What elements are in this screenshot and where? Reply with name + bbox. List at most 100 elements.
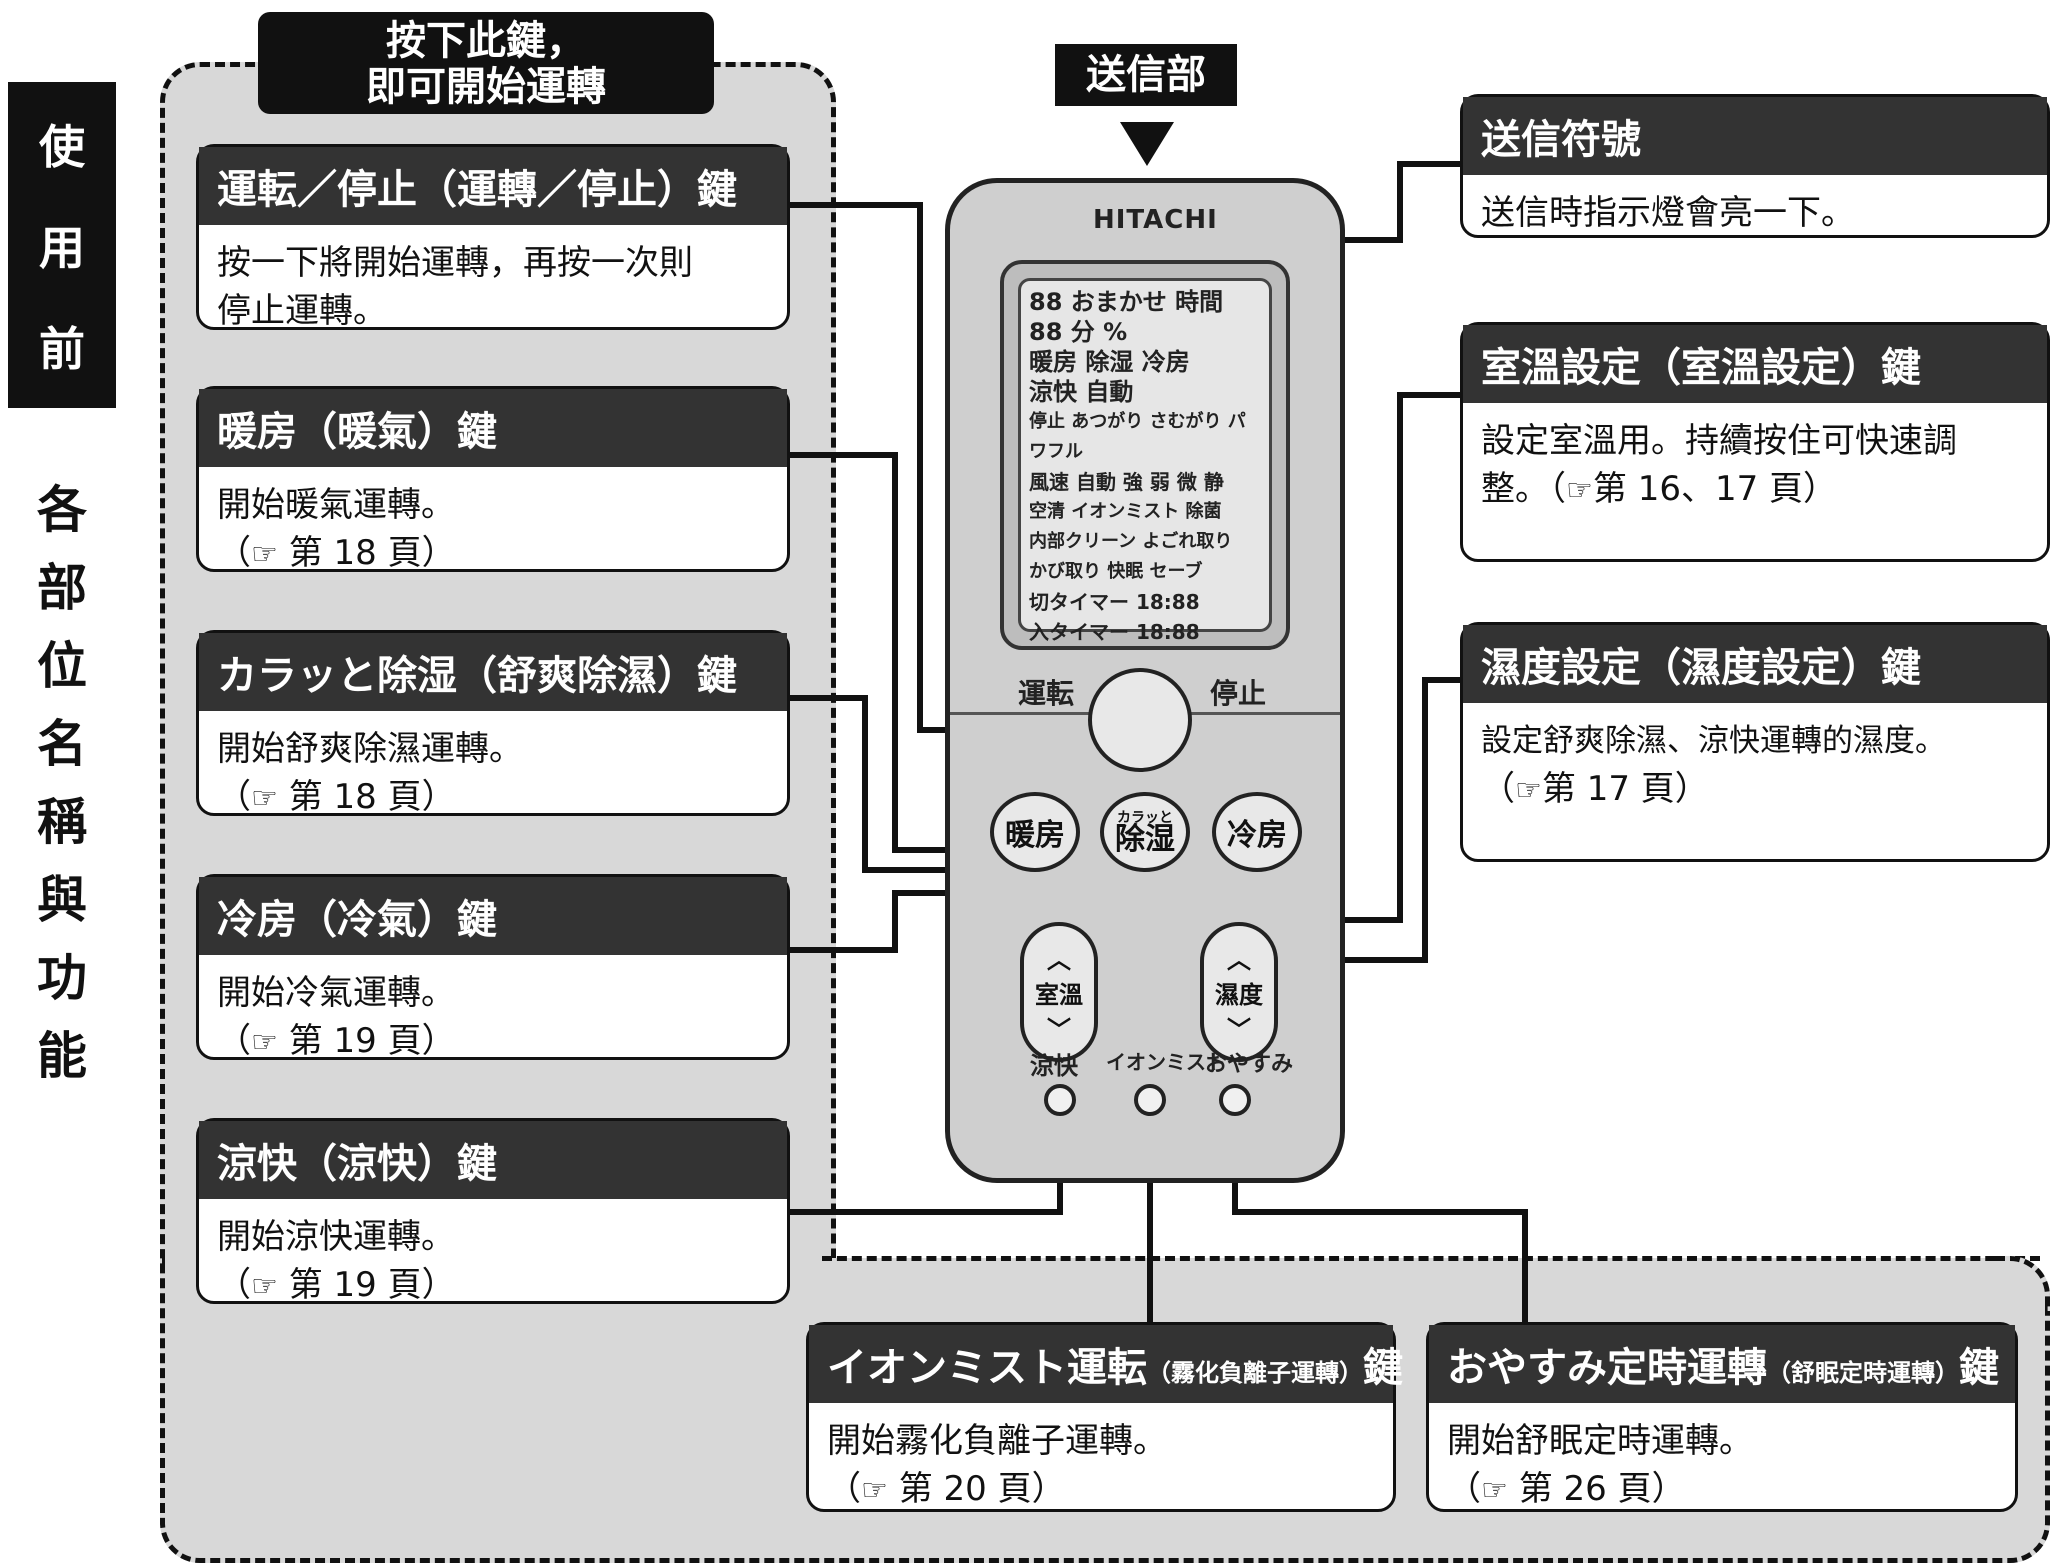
- pointing-hand-icon: ☞: [1481, 1473, 1508, 1508]
- start-banner: 按下此鍵， 即可開始運轉: [258, 12, 714, 114]
- sleep-button[interactable]: [1219, 1084, 1251, 1116]
- temp-ref: 整。（☞第 16、17 頁）: [1481, 465, 2029, 515]
- zone-top-edge: [822, 1256, 2040, 1261]
- pointing-hand-icon: ☞: [251, 1269, 278, 1304]
- sleep-small-label: おやすみ: [1205, 1052, 1294, 1077]
- cool-button[interactable]: 冷房: [1212, 792, 1302, 872]
- pointing-hand-icon: ☞: [251, 1025, 278, 1060]
- dry-button-top-label: カラッと: [1117, 810, 1173, 826]
- ion-title-main: イオンミスト運転: [827, 1345, 1147, 1391]
- heat-ref: （☞ 第 18 頁）: [217, 529, 769, 579]
- sleep-ref: （☞ 第 26 頁）: [1447, 1465, 1997, 1515]
- lcd-line: 風速 自動 強 弱 微 静: [1029, 470, 1224, 494]
- lcd-line: 涼快 自動: [1029, 378, 1134, 406]
- heat-line1: 開始暖氣運轉。: [217, 485, 455, 525]
- ion-mist-button[interactable]: [1134, 1084, 1166, 1116]
- heat-box: 暖房（暖氣）鍵 開始暖氣運轉。 （☞ 第 18 頁）: [196, 386, 790, 573]
- cool-line1: 開始冷氣運轉。: [217, 973, 455, 1013]
- transmitter-label-text: 送信部: [1086, 52, 1206, 98]
- section-char: 各: [37, 481, 87, 539]
- section-char: 名: [37, 715, 87, 773]
- signal-title: 送信符號: [1463, 97, 2047, 175]
- ref-page: 第 19 頁）: [288, 1021, 456, 1061]
- dry-box: カラッと除湿（舒爽除濕）鍵 開始舒爽除濕運轉。 （☞ 第 18 頁）: [196, 630, 790, 817]
- sleep-title-end: 鍵: [1959, 1345, 1999, 1391]
- lcd-line: 切タイマー 18:88: [1029, 590, 1200, 614]
- fresh-line1: 開始涼快運轉。: [217, 1217, 455, 1257]
- heat-body: 開始暖氣運轉。 （☞ 第 18 頁）: [199, 467, 787, 593]
- heat-button[interactable]: 暖房: [990, 792, 1080, 872]
- section-char: 能: [37, 1027, 87, 1085]
- pointing-hand-icon: ☞: [861, 1473, 888, 1508]
- ion-ref: （☞ 第 20 頁）: [827, 1465, 1375, 1515]
- ref-page: 第 18 頁）: [288, 777, 456, 817]
- lcd-line: かび取り 快眠 セーブ: [1029, 561, 1203, 582]
- humid-title: 濕度設定（濕度設定）鍵: [1463, 625, 2047, 703]
- ref-page: 第 19 頁）: [288, 1265, 456, 1305]
- fresh-title: 涼快（涼快）鍵: [199, 1121, 787, 1199]
- room-temp-label: 室溫: [1035, 980, 1083, 1009]
- start-banner-line2: 即可開始運轉: [366, 64, 606, 110]
- ref-page: 第 17 頁）: [1541, 769, 1709, 809]
- temp-body: 設定室溫用。持續按住可快速調 整。（☞第 16、17 頁）: [1463, 403, 2047, 529]
- fresh-small-label: 涼快: [1030, 1052, 1078, 1080]
- run-stop-line2: 停止運轉。: [217, 291, 387, 331]
- pointing-hand-icon: ☞: [1515, 773, 1542, 808]
- ref-page: 第 26 頁）: [1518, 1469, 1686, 1509]
- humidity-rocker[interactable]: ︿ 濕度 ﹀: [1200, 922, 1278, 1062]
- ion-line1: 開始霧化負離子運轉。: [827, 1421, 1167, 1461]
- fresh-ref: （☞ 第 19 頁）: [217, 1261, 769, 1311]
- section-char: 部: [37, 559, 87, 617]
- dry-button-label: 除湿: [1115, 822, 1175, 857]
- run-stop-line1: 按一下將開始運轉，再按一次則: [217, 243, 693, 283]
- ref-page: 第 20 頁）: [898, 1469, 1066, 1509]
- pointing-hand-icon: ☞: [1566, 473, 1593, 508]
- temp-title: 室溫設定（室溫設定）鍵: [1463, 325, 2047, 403]
- humid-line1: 設定舒爽除濕、涼快運轉的濕度。: [1481, 723, 1946, 759]
- signal-line1: 送信時指示燈會亮一下。: [1481, 193, 1855, 233]
- chevron-up-icon[interactable]: ︿: [1047, 945, 1071, 974]
- humid-body: 設定舒爽除濕、涼快運轉的濕度。 （☞第 17 頁）: [1463, 703, 2047, 829]
- sleep-title: おやすみ定時運轉（舒眠定時運轉）鍵: [1429, 1325, 2015, 1403]
- chevron-down-icon[interactable]: ﹀: [1227, 1015, 1251, 1044]
- side-tab-char: 用: [39, 220, 85, 275]
- chevron-up-icon[interactable]: ︿: [1227, 945, 1251, 974]
- cool-body: 開始冷氣運轉。 （☞ 第 19 頁）: [199, 955, 787, 1081]
- room-temp-rocker[interactable]: ︿ 室溫 ﹀: [1020, 922, 1098, 1062]
- section-title-vertical: 各 部 位 名 稱 與 功 能: [30, 470, 94, 1088]
- heat-button-label: 暖房: [1005, 818, 1065, 853]
- transmitter-label: 送信部: [1055, 44, 1237, 106]
- ref-open: （: [217, 777, 251, 817]
- dry-body: 開始舒爽除濕運轉。 （☞ 第 18 頁）: [199, 711, 787, 837]
- ion-small-label: イオンミスト: [1106, 1050, 1226, 1074]
- side-tab-char: 前: [39, 321, 85, 376]
- sleep-title-main: おやすみ定時運轉: [1447, 1345, 1767, 1391]
- ion-title-small: （霧化負離子運轉）: [1147, 1359, 1363, 1387]
- run-stop-title: 運転／停止（運轉／停止）鍵: [199, 147, 787, 225]
- run-stop-button[interactable]: [1088, 668, 1192, 772]
- section-char: 與: [37, 871, 87, 929]
- lcd-line: 停止 あつがり さむがり パワフル: [1029, 411, 1246, 462]
- lcd-line: 内部クリーン よごれ取り: [1029, 531, 1233, 552]
- heat-title: 暖房（暖氣）鍵: [199, 389, 787, 467]
- humid-box: 濕度設定（濕度設定）鍵 設定舒爽除濕、涼快運轉的濕度。 （☞第 17 頁）: [1460, 622, 2050, 862]
- ion-title-end: 鍵: [1363, 1345, 1403, 1391]
- dry-button[interactable]: カラッと 除湿: [1100, 792, 1190, 872]
- cool-title: 冷房（冷氣）鍵: [199, 877, 787, 955]
- temp-line2: 整。（: [1481, 469, 1566, 509]
- ref-open: （: [1447, 1469, 1481, 1509]
- side-tab-char: 使: [39, 120, 85, 175]
- ref-open: （: [827, 1469, 861, 1509]
- sleep-title-small: （舒眠定時運轉）: [1767, 1359, 1959, 1387]
- temp-box: 室溫設定（室溫設定）鍵 設定室溫用。持續按住可快速調 整。（☞第 16、17 頁…: [1460, 322, 2050, 562]
- fresh-button[interactable]: [1044, 1084, 1076, 1116]
- ref-open: （: [1481, 769, 1515, 809]
- cool-button-label: 冷房: [1227, 818, 1287, 853]
- signal-body: 送信時指示燈會亮一下。: [1463, 175, 2047, 251]
- chevron-down-icon[interactable]: ﹀: [1047, 1015, 1071, 1044]
- lcd-line: 入タイマー 18:88: [1029, 620, 1200, 644]
- run-stop-box: 運転／停止（運轉／停止）鍵 按一下將開始運轉，再按一次則 停止運轉。: [196, 144, 790, 331]
- side-tab-before-use: 使 用 前: [8, 82, 116, 408]
- ref-page: 第 16、17 頁）: [1592, 469, 1838, 509]
- dry-ref: （☞ 第 18 頁）: [217, 773, 769, 823]
